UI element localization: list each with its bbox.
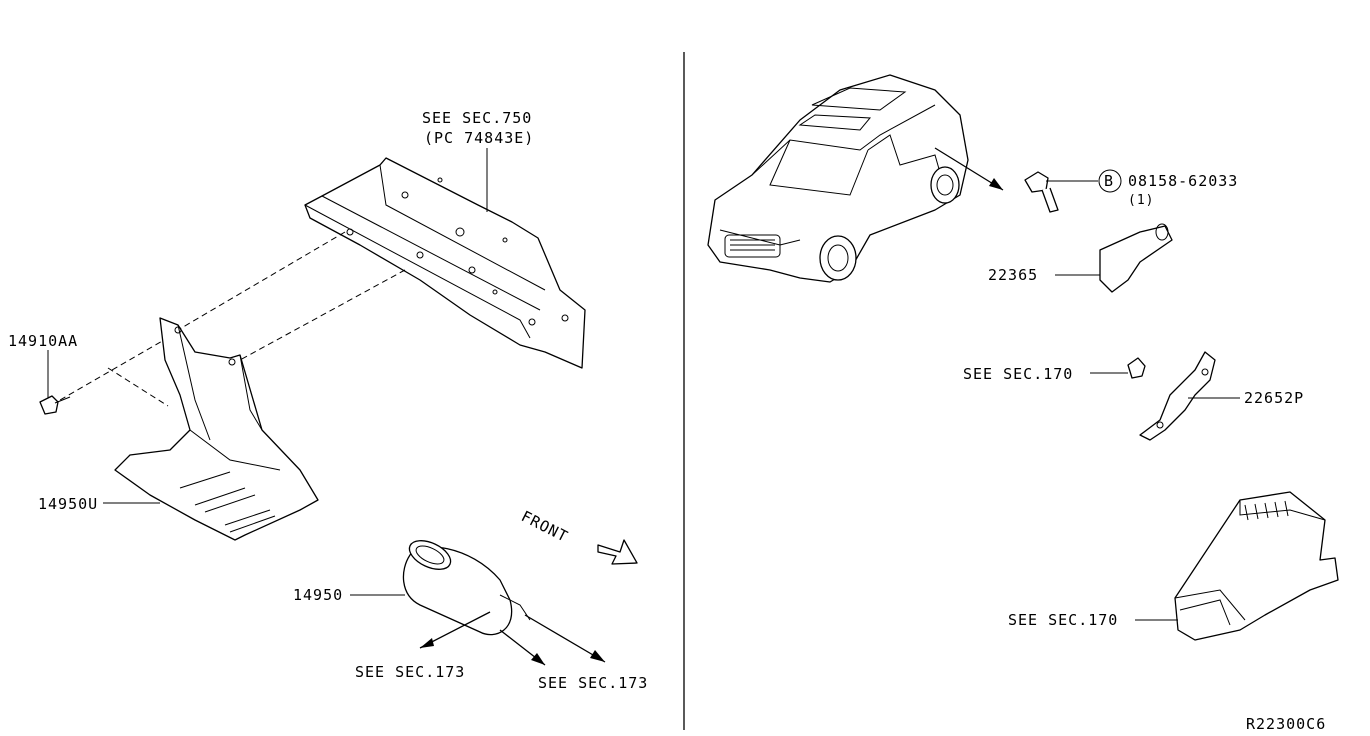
label-see-sec-750: SEE SEC.750 [422,109,533,127]
label-part-14910aa: 14910AA [8,332,79,350]
label-see-sec-170-a: SEE SEC.170 [963,365,1074,383]
evap-canister [402,540,531,636]
label-bolt-marker: B [1104,172,1115,190]
vehicle-outline [707,74,969,283]
sensor-22365 [1055,223,1173,293]
label-part-22365: 22365 [988,266,1039,284]
label-see-sec-173-a: SEE SEC.173 [355,663,466,681]
bolt-08158-62033 [1024,169,1122,213]
canister-port-arrows [419,611,606,666]
label-part-22652p: 22652P [1244,389,1305,407]
bolt-14910aa [39,350,71,415]
front-direction-arrow [597,539,638,565]
label-pc-ref: (PC 74843E) [424,129,535,147]
label-see-sec-173-b: SEE SEC.173 [538,674,649,692]
label-part-14950: 14950 [293,586,344,604]
diagram-code: R22300C6 [1246,715,1327,733]
label-bolt-part: 08158-62033 [1128,172,1239,190]
alignment-dashed-lines [59,231,406,407]
bracket-22652p [1139,351,1240,441]
cross-member-bracket [304,157,586,369]
bracket-bolt [1090,357,1146,379]
control-module [1135,491,1339,641]
label-see-sec-170-b: SEE SEC.170 [1008,611,1119,629]
vehicle-location-arrow [934,147,1004,191]
label-part-14950u: 14950U [38,495,99,513]
label-bolt-qty: (1) [1128,193,1155,208]
undercover-shield [114,317,319,541]
